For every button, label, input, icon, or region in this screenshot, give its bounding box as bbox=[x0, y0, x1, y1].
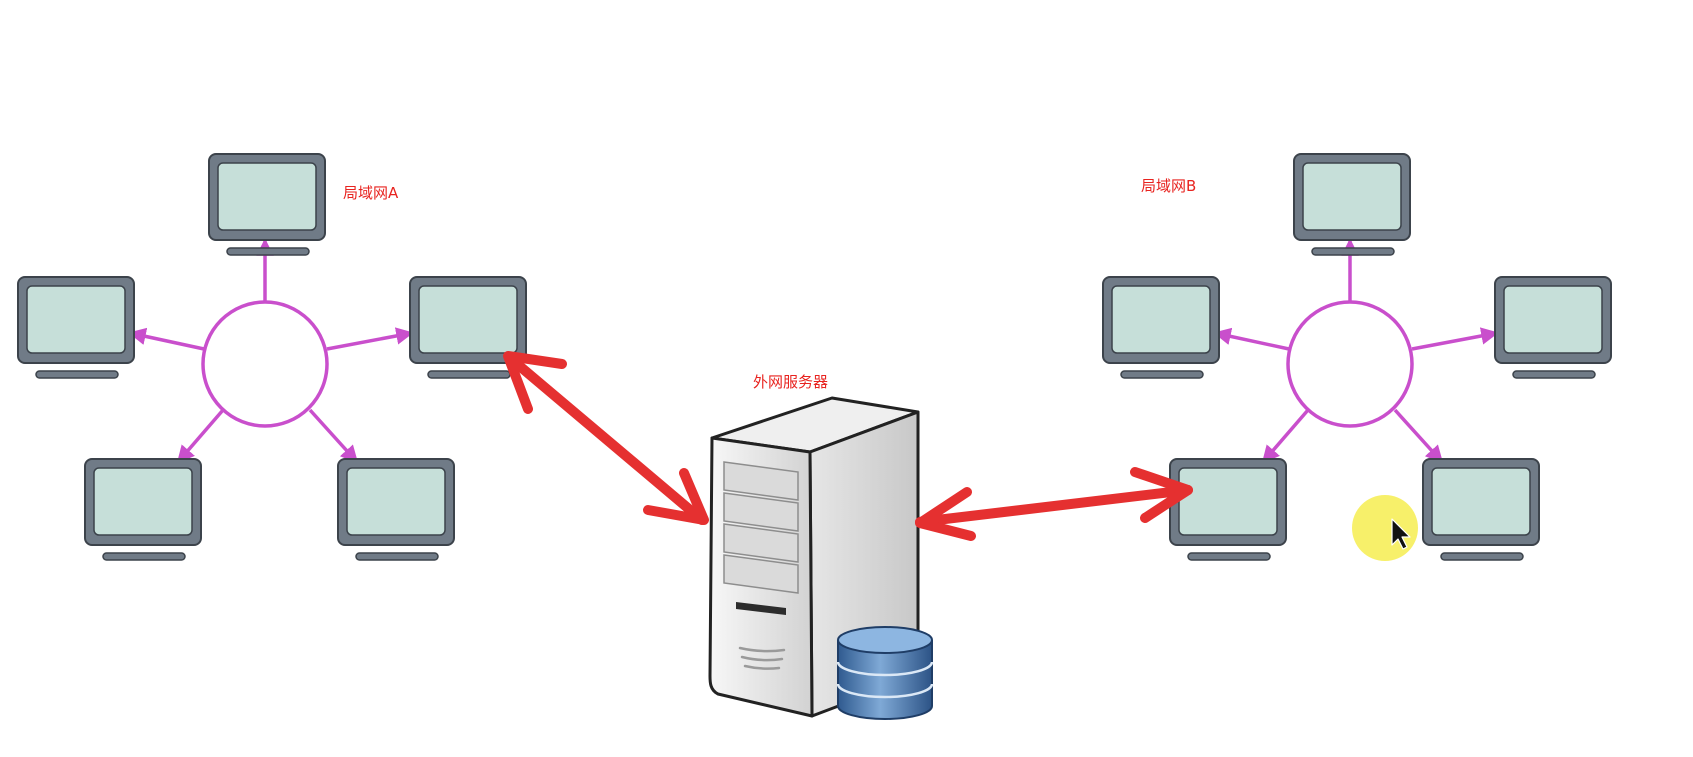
database-icon bbox=[836, 626, 934, 720]
arrow-server-to-lan-b bbox=[915, 467, 1193, 541]
lan-b-monitor-left-icon bbox=[1102, 276, 1220, 379]
lan-b-monitor-bottom-left-icon bbox=[1169, 458, 1287, 561]
lan-a-hub bbox=[201, 300, 329, 428]
lan-b-group bbox=[1102, 153, 1612, 561]
lan-a-monitor-bottom-right-icon bbox=[337, 458, 455, 561]
lan-a-monitor-top-icon bbox=[208, 153, 326, 256]
lan-b-monitor-right-icon bbox=[1494, 276, 1612, 379]
lan-a-monitor-bottom-left-icon bbox=[84, 458, 202, 561]
lan-a-label: 局域网A bbox=[343, 184, 399, 202]
server-label: 外网服务器 bbox=[753, 373, 829, 391]
lan-b-hub bbox=[1286, 300, 1414, 428]
lan-a-monitor-left-icon bbox=[17, 276, 135, 379]
lan-b-label: 局域网B bbox=[1141, 177, 1197, 195]
arrow-lan-a-to-server bbox=[503, 351, 709, 525]
lan-b-monitor-bottom-right-icon bbox=[1422, 458, 1540, 561]
lan-a-group bbox=[17, 153, 527, 561]
lan-b-monitor-top-icon bbox=[1293, 153, 1411, 256]
mouse-cursor-icon bbox=[1352, 495, 1418, 561]
